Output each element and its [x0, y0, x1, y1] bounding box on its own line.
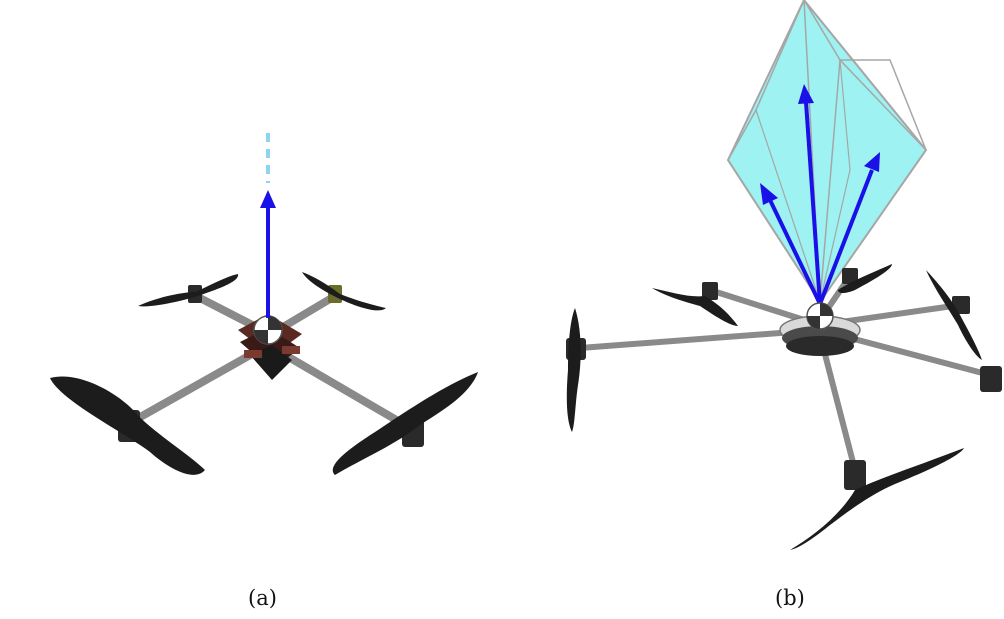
- propeller-front-left: [50, 376, 205, 475]
- hexarotor-arms: [577, 273, 993, 473]
- thrust-arrow-left: [760, 183, 822, 305]
- thrust-arrow: [260, 190, 276, 318]
- caption-a: (a): [248, 586, 277, 610]
- center-of-mass-marker: [253, 315, 283, 345]
- quadrotor-illustration: [50, 133, 478, 475]
- center-of-mass-marker: [806, 302, 834, 330]
- hexarotor-motors: [566, 268, 1002, 490]
- arm-back-right: [274, 292, 339, 334]
- propeller-back-right: [302, 272, 386, 311]
- hexarotor-propellers: [566, 264, 982, 550]
- panel-a-quadrotor: (a): [50, 133, 478, 610]
- hexarotor-body: [779, 315, 861, 356]
- caption-b: (b): [775, 586, 805, 610]
- hexarotor-illustration: [566, 0, 1002, 550]
- thrust-arrow-right: [818, 152, 880, 305]
- arm-front-right: [264, 341, 414, 432]
- panel-b-hexarotor: (b): [520, 0, 1004, 619]
- thrust-arrows: [760, 84, 880, 305]
- quadrotor-propellers: [50, 272, 478, 475]
- thrust-arrow-center: [798, 84, 822, 305]
- thrust-polytope: [726, 0, 928, 304]
- propeller-front-right: [332, 372, 478, 475]
- arm-front: [817, 332, 858, 473]
- propeller-back-left: [138, 274, 239, 307]
